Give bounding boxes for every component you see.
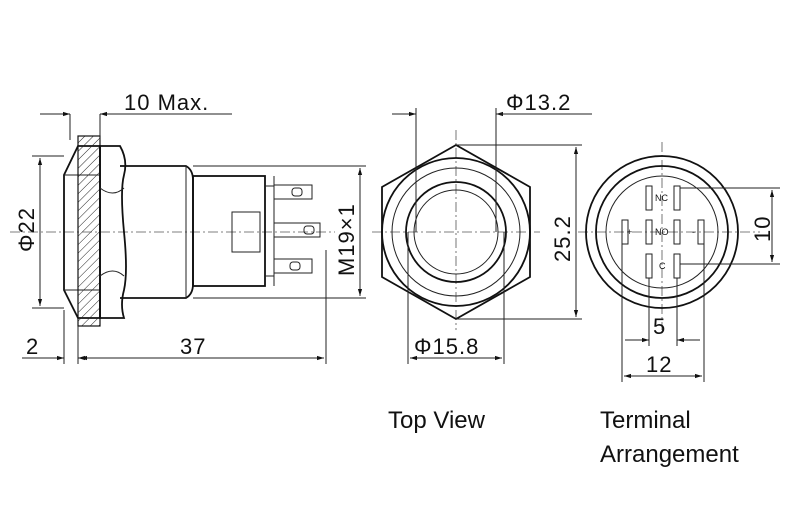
label-no: NO bbox=[655, 227, 669, 237]
terminal-pins bbox=[273, 176, 321, 286]
dim-12: 12 bbox=[646, 352, 672, 377]
panel-hatch bbox=[77, 135, 101, 327]
dim-25-2: 25.2 bbox=[550, 215, 575, 262]
dim-2: 2 bbox=[26, 334, 39, 359]
top-view: Φ13.2 25.2 Φ15.8 Top View bbox=[372, 90, 592, 434]
terminal-caption-line1: Terminal bbox=[600, 407, 691, 434]
label-nc: NC bbox=[655, 193, 668, 203]
terminal-outer-ring bbox=[585, 155, 739, 309]
rear-base bbox=[192, 175, 266, 287]
label-minus: - bbox=[692, 227, 695, 237]
terminal-caption-line2: Arrangement bbox=[600, 441, 739, 468]
dim-10: 10 bbox=[750, 216, 775, 242]
dim-phi15-8: Φ15.8 bbox=[414, 334, 479, 359]
label-plus: + bbox=[627, 227, 632, 237]
button-ring bbox=[405, 181, 507, 283]
side-view: 10 Max. Φ22 2 37 M19×1 bbox=[10, 90, 366, 364]
top-view-caption: Top View bbox=[388, 407, 486, 434]
dim-m19x1: M19×1 bbox=[334, 203, 359, 276]
dim-phi22: Φ22 bbox=[14, 207, 39, 252]
outer-ring bbox=[381, 157, 531, 307]
hex-nut bbox=[99, 145, 127, 319]
dim-37: 37 bbox=[180, 334, 206, 359]
dim-5: 5 bbox=[653, 314, 666, 339]
label-c: C bbox=[659, 261, 666, 271]
dim-phi13-2: Φ13.2 bbox=[506, 90, 571, 115]
dim-10-max: 10 Max. bbox=[124, 90, 209, 115]
terminal-view: NC NO C + - 10 5 12 Terminal Arrangement bbox=[578, 142, 780, 468]
